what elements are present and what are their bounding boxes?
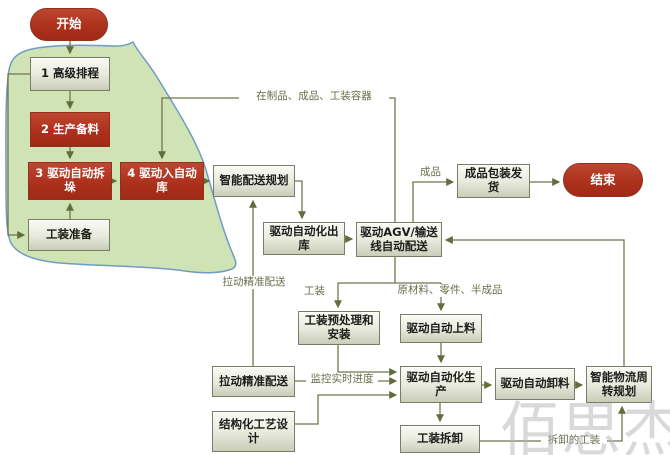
node-smart-logistics-turnover: 智能物流周转规划 <box>586 366 652 403</box>
node-auto-loading: 驱动自动上料 <box>400 314 482 343</box>
green-highlight-blob <box>5 40 237 274</box>
node-smart-delivery-planning: 智能配送规划 <box>213 165 295 197</box>
node-auto-production: 驱动自动化生产 <box>400 366 482 403</box>
edge-label-wip-finished-containers: 在制品、成品、工装容器 <box>239 90 389 103</box>
node-end: 结束 <box>563 163 643 197</box>
node-structured-process-design: 结构化工艺设计 <box>212 411 295 452</box>
edge-label-finished-goods: 成品 <box>419 166 442 179</box>
edge-label-tooling: 工装 <box>303 285 326 298</box>
node-auto-depalletizing: 3 驱动自动拆垛 <box>28 162 112 200</box>
node-start: 开始 <box>30 8 108 41</box>
node-pull-precise-delivery: 拉动精准配送 <box>212 366 295 397</box>
node-tooling-preparation: 工装准备 <box>28 219 110 251</box>
edge-label-raw-materials-parts: 原材料、零件、半成品 <box>386 284 514 297</box>
node-tooling-removal: 工装拆卸 <box>400 425 480 453</box>
edge-label-pull-precise-delivery: 拉动精准配送 <box>215 276 293 289</box>
node-packing-shipping: 成品包装发货 <box>457 164 530 198</box>
node-tooling-pretreat-install: 工装预处理和安装 <box>298 311 380 345</box>
node-agv-conveyor-delivery: 驱动AGV/输送线自动配送 <box>356 222 442 257</box>
edge-label-monitor-progress: 监控实时进度 <box>306 373 378 386</box>
node-advanced-scheduling: 1 高级排程 <box>30 57 110 91</box>
node-auto-warehouse-outbound: 驱动自动化出库 <box>263 222 345 255</box>
edge-label-detached-tooling: 拆卸的工装 <box>541 434 607 447</box>
node-auto-warehouse-inbound: 4 驱动入自动库 <box>120 162 204 200</box>
node-auto-unloading: 驱动自动卸料 <box>495 368 575 400</box>
node-production-material-prep: 2 生产备料 <box>30 112 110 147</box>
